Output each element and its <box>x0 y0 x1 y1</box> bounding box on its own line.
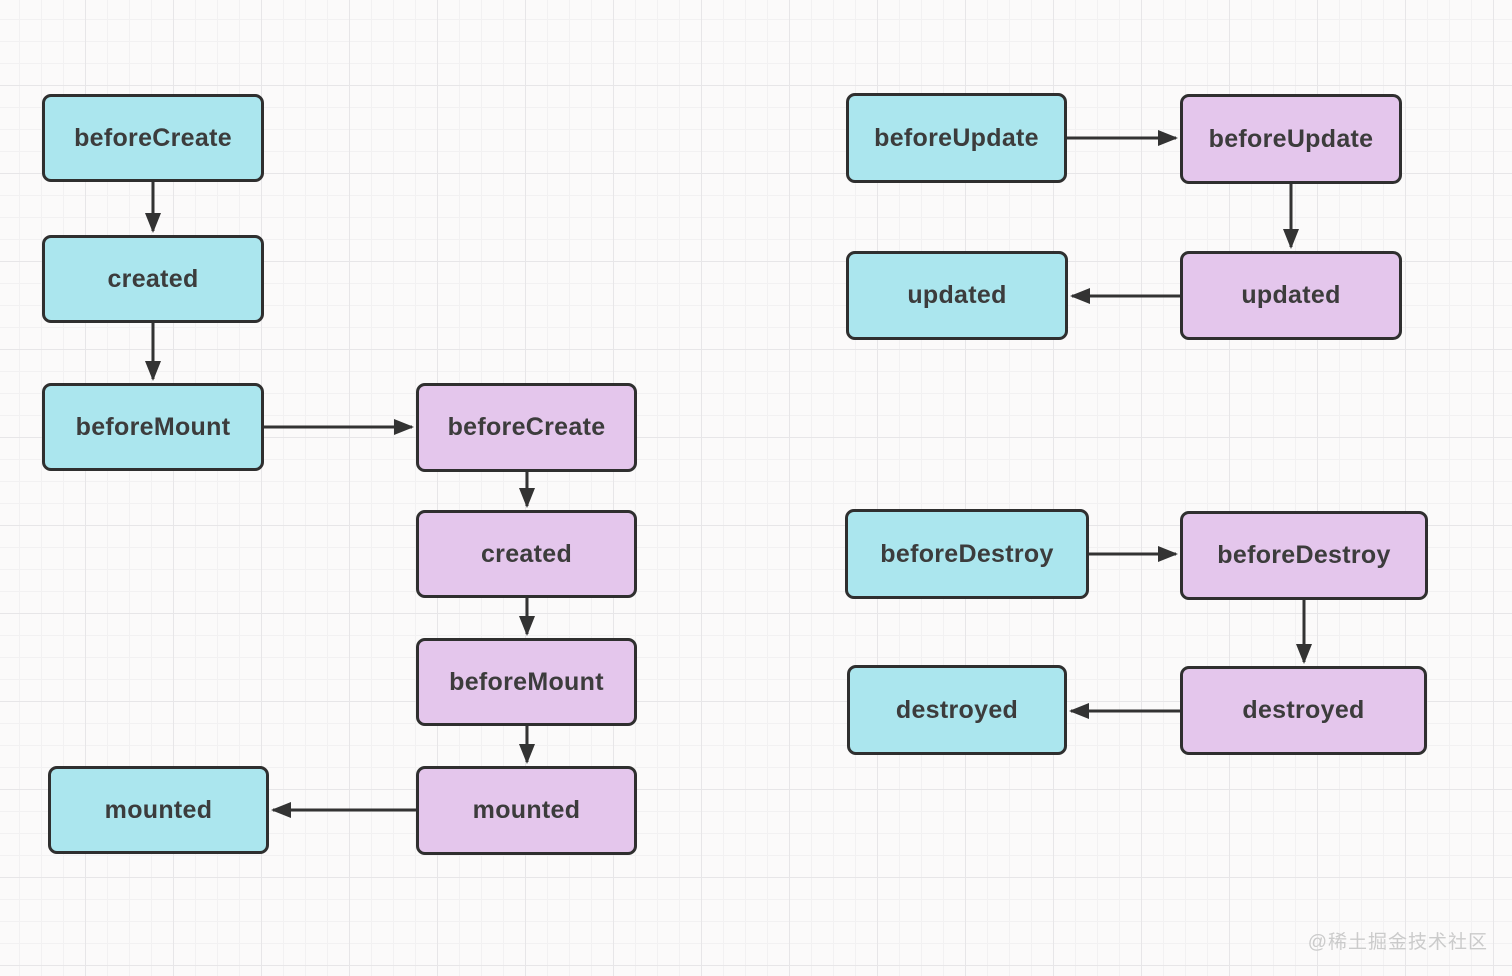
node-parent-destroyed: destroyed <box>847 665 1067 755</box>
watermark: @稀土掘金技术社区 <box>1307 932 1488 953</box>
node-child-beforemount: beforeMount <box>416 638 637 726</box>
node-parent-beforemount: beforeMount <box>42 383 264 471</box>
node-parent-mounted: mounted <box>48 766 269 854</box>
node-parent-beforedestroy: beforeDestroy <box>845 509 1089 599</box>
node-child-destroyed: destroyed <box>1180 666 1427 755</box>
node-child-beforedestroy: beforeDestroy <box>1180 511 1428 600</box>
node-child-beforeupdate: beforeUpdate <box>1180 94 1402 184</box>
node-child-beforecreate: beforeCreate <box>416 383 637 472</box>
node-child-updated: updated <box>1180 251 1402 340</box>
node-parent-beforeupdate: beforeUpdate <box>846 93 1067 183</box>
node-parent-created: created <box>42 235 264 323</box>
node-child-created: created <box>416 510 637 598</box>
node-parent-updated: updated <box>846 251 1068 340</box>
node-child-mounted: mounted <box>416 766 637 855</box>
node-parent-beforecreate: beforeCreate <box>42 94 264 182</box>
